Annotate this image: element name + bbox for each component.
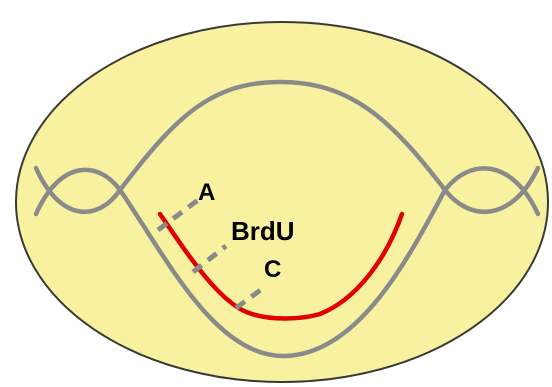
label-c: C bbox=[264, 256, 281, 283]
cell-ellipse bbox=[16, 22, 548, 382]
label-brdu: BrdU bbox=[231, 216, 295, 246]
label-a: A bbox=[198, 179, 215, 206]
